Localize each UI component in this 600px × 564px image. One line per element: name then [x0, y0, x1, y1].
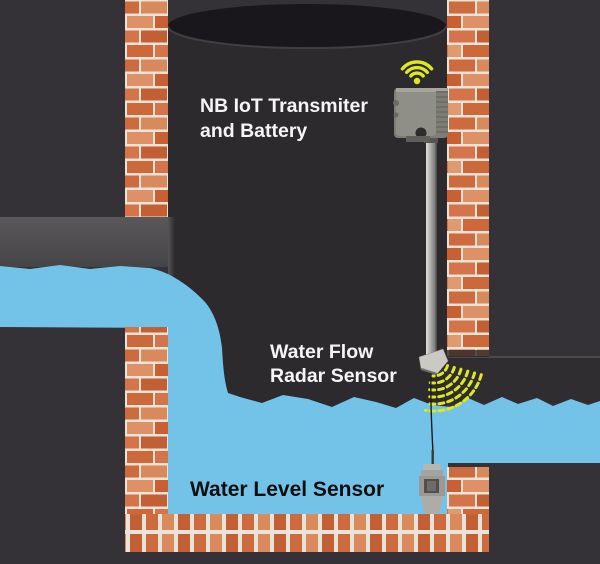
probe-tip	[421, 496, 443, 514]
wifi-signal-icon	[400, 60, 434, 85]
label-level-sensor: Water Level Sensor	[190, 478, 384, 501]
radar-beams-icon	[424, 364, 483, 413]
transmitter-knob	[393, 100, 399, 106]
tunnel-exit-shadow	[168, 217, 175, 305]
right-wall-lower	[447, 467, 489, 514]
left-wall-upper	[125, 0, 168, 217]
right-tunnel-interior	[448, 357, 600, 403]
probe-rod	[431, 450, 434, 466]
water-flow-radar-sensor	[418, 348, 449, 375]
left-tunnel-interior	[0, 217, 168, 267]
transmitter-bracket	[406, 136, 430, 142]
transmitter-knob	[393, 112, 399, 118]
transmitter-port	[415, 127, 427, 139]
right-tunnel-ceiling-edge	[448, 356, 600, 358]
transmitter-top-edge	[396, 88, 448, 92]
transmitter-antenna-wire	[385, 140, 403, 157]
chamber-rim-highlight	[167, 25, 447, 49]
water-level-sensor-probe	[419, 450, 445, 514]
brick-floor	[125, 514, 489, 552]
probe-cap	[423, 464, 441, 470]
right-wall-shadow	[447, 350, 489, 357]
probe-neck	[421, 470, 443, 476]
nb-iot-transmitter-box	[385, 88, 448, 157]
right-wall-upper	[447, 0, 489, 356]
probe-window-inner	[427, 481, 436, 491]
transmitter-fins	[436, 91, 448, 133]
sensor-cable	[430, 373, 434, 455]
chamber-top-opening	[168, 4, 446, 48]
transmitter-face	[396, 90, 436, 136]
label-flow-line1: Water Flow	[270, 341, 374, 363]
pole-edge	[435, 138, 437, 356]
mounting-pole	[426, 138, 437, 356]
label-transmitter-line2: and Battery	[200, 120, 307, 142]
left-wall-lower	[125, 327, 168, 514]
label-flow-line2: Radar Sensor	[270, 365, 397, 387]
label-transmitter-line1: NB IoT Transmiter	[200, 95, 368, 117]
